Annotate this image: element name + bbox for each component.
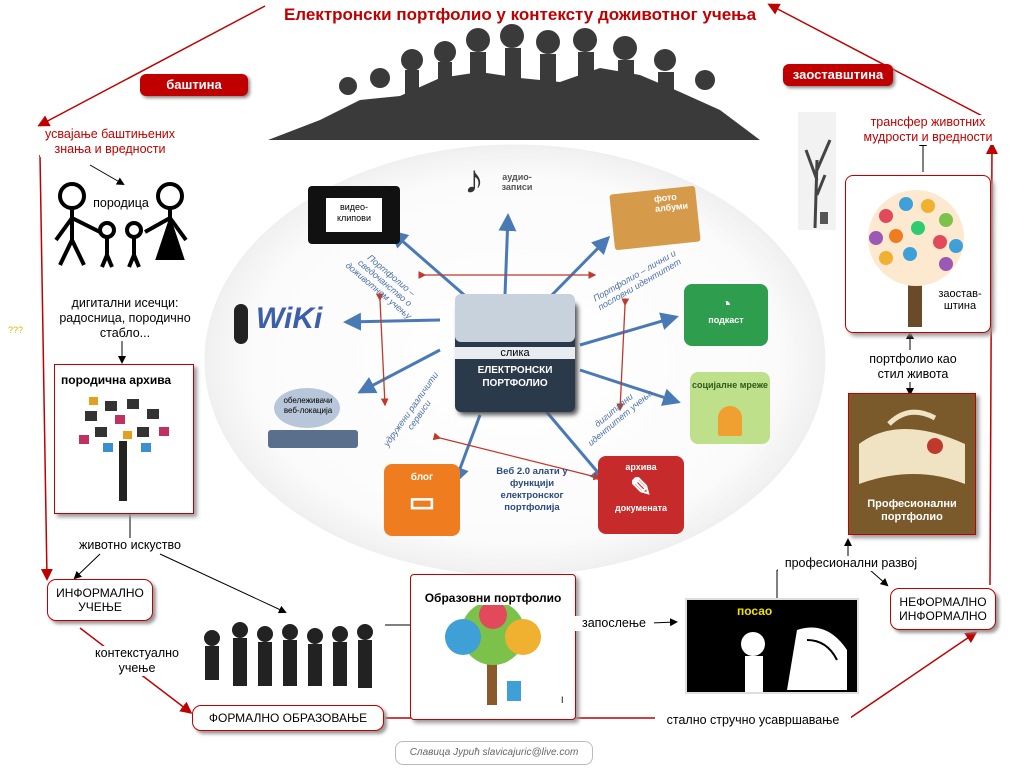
- web20-note: Веб 2.0 алати у функцији електронског по…: [496, 466, 568, 513]
- life-experience-label: животно искуство: [70, 538, 190, 553]
- audio-tile: ♪ аудио-записи: [464, 158, 540, 210]
- bookmarks-label: обележивачи веб-локација: [283, 396, 333, 415]
- nonformal-informal-box: НЕФОРМАЛНО ИНФОРМАЛНО: [890, 588, 996, 630]
- employment-label: запослење: [574, 616, 654, 631]
- edu-portfolio-title: Образовни портфолио: [424, 591, 562, 605]
- photo-albums-label: фото албуми: [653, 191, 689, 214]
- author-footer: Славица Јурић slavicajuric@live.com: [395, 741, 593, 765]
- page-title: Електронски портфолио у контексту доживо…: [283, 5, 757, 24]
- legacy-tree-card: заостав-штина: [845, 175, 991, 333]
- social-networks-tile: социјалне мреже: [690, 372, 770, 444]
- book-tree-icon: [849, 394, 975, 534]
- blog-label: блог: [410, 472, 434, 483]
- nonformal-informal-label: НЕФОРМАЛНО ИНФОРМАЛНО: [899, 595, 987, 623]
- wifi-icon: ◔: [720, 294, 732, 314]
- photo-albums-tile: фото албуми: [609, 185, 701, 251]
- students-group: [204, 622, 373, 688]
- music-note-icon: ♪: [464, 158, 484, 202]
- audio-label: аудио-записи: [501, 172, 533, 192]
- family-archive-card: породична архива: [54, 364, 194, 514]
- colorful-tree-icon: [445, 605, 541, 705]
- open-book-icon: ▭: [408, 486, 436, 517]
- family-label: породица: [90, 196, 152, 211]
- social-networks-label: социјалне мреже: [691, 380, 769, 390]
- generations-silhouette: [268, 24, 760, 140]
- contextual-label: контекстуално учење: [88, 646, 186, 676]
- formal-education-box: ФОРМАЛНО ОБРАЗОВАЊЕ: [192, 705, 384, 731]
- transfer-label: трансфер животних мудрости и вредности: [855, 115, 1001, 145]
- video-tile: видео-клипови: [308, 186, 400, 244]
- legacy-badge: заоставштина: [783, 64, 893, 86]
- archive-label: архива: [625, 462, 657, 472]
- photo-tree-icon: [79, 397, 169, 501]
- podcast-label: подкаст: [708, 315, 744, 325]
- small-mark: I: [561, 695, 564, 705]
- training-label: стално стручно усавршавање: [655, 713, 851, 728]
- blog-tile: блог ▭: [384, 464, 460, 536]
- books-icon: [268, 430, 358, 448]
- core-image-label: слика: [455, 347, 575, 359]
- professional-portfolio-title: Професионални портфолио: [867, 498, 957, 523]
- document-pen-icon: ✎: [630, 472, 652, 502]
- documents-tile: архива ✎ докумената: [598, 456, 684, 534]
- documents-label: докумената: [614, 503, 668, 513]
- job-image: посао: [685, 598, 859, 694]
- wiki-label: WiKi: [256, 302, 323, 335]
- wiki-tile: WiKi: [234, 300, 340, 346]
- informal-learning-box: ИНФОРМАЛНО УЧЕЊЕ: [47, 579, 153, 621]
- family-icon: [54, 182, 188, 268]
- heritage-badge: баштина: [140, 74, 248, 96]
- question-marker: ???: [8, 325, 24, 335]
- bare-tree-icon: [798, 112, 836, 230]
- digital-clips-label: дигитални исечци: радосница, породично с…: [55, 296, 195, 341]
- legacy-tree-label: заостав-штина: [932, 288, 988, 312]
- person-icon: [234, 304, 248, 344]
- informal-learning-label: ИНФОРМАЛНО УЧЕЊЕ: [56, 586, 144, 614]
- bookmarks-tile: обележивачи веб-локација: [268, 386, 358, 452]
- podcast-tile: ◔ подкаст: [684, 284, 768, 346]
- edu-portfolio-card: Образовни портфолио I: [410, 574, 576, 720]
- people-icon: [718, 406, 742, 436]
- heritage-label: усвајање баштињених знања и вредности: [40, 127, 180, 157]
- cd-stack-icon: [455, 294, 575, 342]
- globe-icon: [274, 388, 340, 428]
- lifestyle-label: портфолио као стил живота: [858, 352, 968, 382]
- professional-development-label: професионални развој: [778, 556, 924, 571]
- video-label: видео-клипови: [326, 198, 382, 232]
- job-label: посао: [737, 604, 773, 618]
- core-title: ЕЛЕКТРОНСКИ ПОРТФОЛИО: [477, 365, 553, 389]
- eportfolio-core: слика ЕЛЕКТРОНСКИ ПОРТФОЛИО: [455, 294, 575, 412]
- formal-education-label: ФОРМАЛНО ОБРАЗОВАЊЕ: [208, 711, 368, 725]
- hand-tree-icon: [868, 190, 964, 327]
- family-archive-title: породична архива: [61, 373, 172, 387]
- teacher-icon: [741, 627, 847, 692]
- professional-portfolio-card: Професионални портфолио: [848, 393, 976, 535]
